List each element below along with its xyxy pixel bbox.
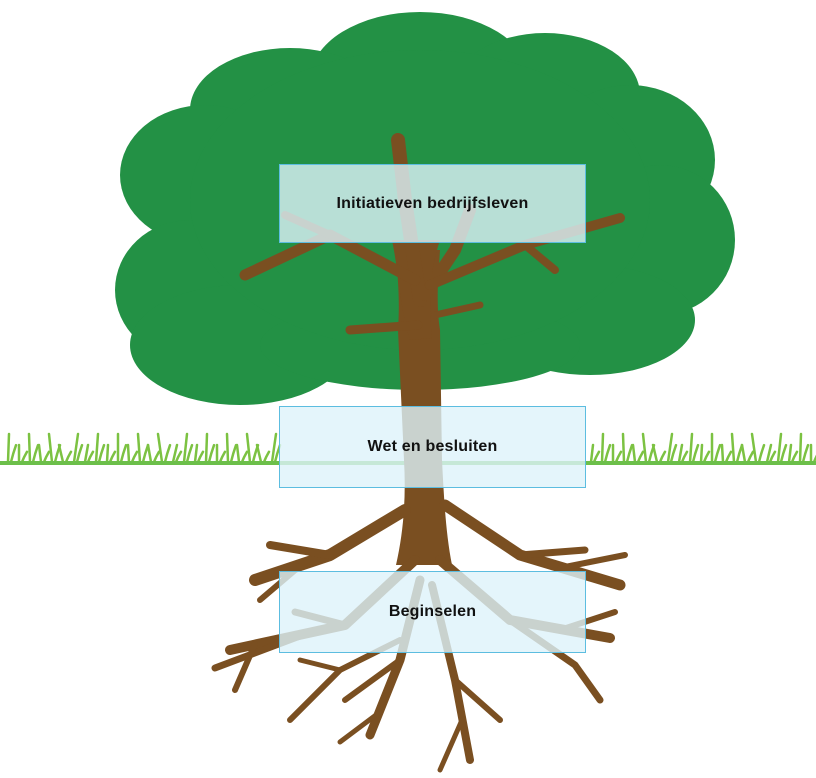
grass-strip [6, 432, 816, 464]
label-text: Beginselen [388, 603, 477, 620]
tree-canopy [115, 12, 735, 405]
label-text: Initiatieven bedrijfsleven [336, 194, 529, 212]
label-beginselen: Beginselen [279, 571, 586, 653]
label-initiatieven-bedrijfsleven: Initiatieven bedrijfsleven [279, 164, 586, 243]
label-text: Wet en besluiten [367, 438, 498, 455]
label-wet-en-besluiten: Wet en besluiten [279, 406, 586, 488]
